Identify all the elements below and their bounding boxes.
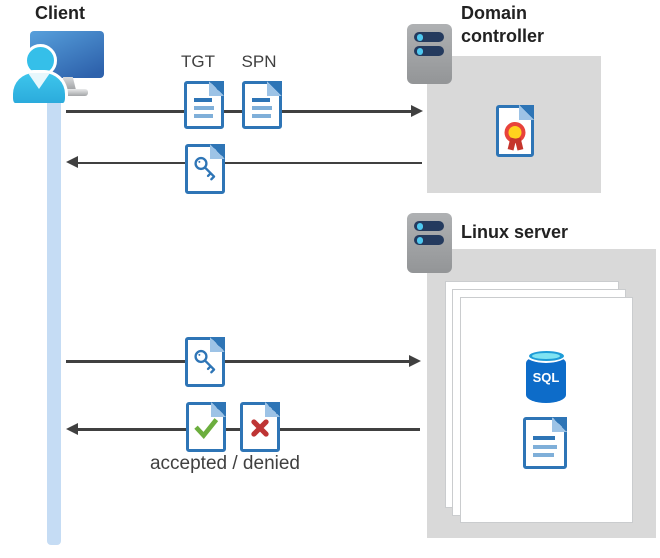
client-label: Client [34, 3, 85, 23]
monitor-stand-base [52, 89, 88, 96]
key-ticket-document-icon [185, 144, 225, 194]
page-fold-icon [519, 105, 534, 120]
page-fold-icon [265, 402, 280, 417]
page-fold-icon [211, 402, 226, 417]
arrow-client-to-dc [66, 110, 412, 113]
server-led-icon [416, 48, 423, 55]
linux-server-icon [407, 213, 452, 273]
page-fold-icon [209, 81, 224, 96]
page-fold-icon [552, 417, 567, 432]
page-fold-icon [267, 81, 282, 96]
check-icon [189, 414, 223, 447]
tgt-document-icon [184, 81, 224, 129]
server-led-icon [416, 237, 423, 244]
keytab-document-icon [523, 417, 567, 469]
arrowhead-right-icon [409, 354, 421, 367]
sql-database-icon: SQL [526, 348, 566, 406]
client-computer-icon [8, 28, 108, 103]
key-icon [188, 153, 222, 188]
result-label: accepted / denied [149, 453, 300, 474]
key-icon [188, 346, 222, 381]
page-fold-icon [210, 144, 225, 159]
certificate-document-icon [496, 105, 534, 157]
cross-icon [243, 415, 277, 446]
spn-document-icon [242, 81, 282, 129]
linux-server-label: Linux server [461, 222, 569, 242]
domain-controller-label: Domain controller [461, 3, 545, 46]
page-fold-icon [210, 337, 225, 352]
accepted-document-icon [186, 402, 226, 452]
arrowhead-right-icon [411, 104, 423, 117]
arrowhead-left-icon [66, 422, 78, 435]
server-led-icon [416, 223, 423, 230]
tgt-label: TGT [181, 52, 215, 71]
denied-document-icon [240, 402, 280, 452]
arrowhead-left-icon [66, 156, 78, 168]
person-body [10, 70, 68, 103]
client-lifeline [47, 72, 61, 545]
arrow-client-to-linux [66, 360, 410, 363]
person-collar [28, 73, 50, 89]
server-led-icon [416, 34, 423, 41]
key-ticket-document-icon [185, 337, 225, 387]
spn-label: SPN [241, 52, 277, 71]
arrow-dc-to-client [77, 161, 422, 164]
sql-label: SQL [532, 370, 560, 385]
domain-controller-server-icon [407, 24, 452, 84]
container-page-front [460, 297, 633, 523]
